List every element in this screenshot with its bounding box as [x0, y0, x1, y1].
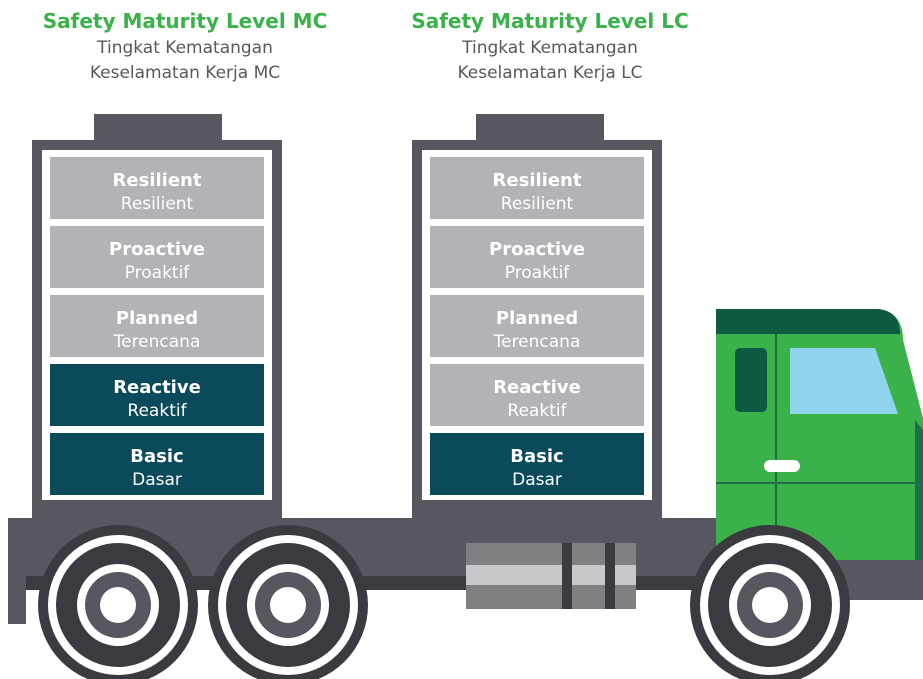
- panel-subtitle-lc-line2: Keselamatan Kerja LC: [457, 63, 643, 83]
- level-name-mc-planned: Planned: [116, 308, 198, 329]
- level-sub-mc-proactive: Proaktif: [125, 263, 191, 283]
- level-box-mc-reactive: [50, 364, 264, 426]
- level-name-lc-planned: Planned: [496, 308, 578, 329]
- truck-cab: [716, 309, 923, 560]
- level-name-mc-basic: Basic: [130, 446, 183, 467]
- level-name-lc-resilient: Resilient: [493, 170, 582, 191]
- level-name-lc-reactive: Reactive: [493, 377, 581, 398]
- container-lc: ResilientResilientProactiveProaktifPlann…: [412, 114, 662, 520]
- level-sub-lc-reactive: Reaktif: [507, 401, 567, 421]
- level-sub-mc-planned: Terencana: [113, 332, 201, 352]
- panel-subtitle-mc-line2: Keselamatan Kerja MC: [89, 63, 281, 83]
- level-stack-mc: ResilientResilientProactiveProaktifPlann…: [50, 157, 264, 495]
- level-box-lc-reactive: [430, 364, 644, 426]
- wheel-front: [690, 525, 850, 679]
- level-name-lc-basic: Basic: [510, 446, 563, 467]
- level-name-lc-proactive: Proactive: [489, 239, 585, 260]
- level-name-mc-reactive: Reactive: [113, 377, 201, 398]
- door-handle: [764, 460, 800, 472]
- wheel-rear-2: [208, 525, 368, 679]
- level-sub-lc-proactive: Proaktif: [505, 263, 571, 283]
- panel-title-lc: Safety Maturity Level LC: [411, 9, 689, 33]
- level-sub-mc-basic: Dasar: [132, 470, 182, 490]
- panel-title-mc: Safety Maturity Level MC: [42, 9, 328, 33]
- level-box-mc-basic: [50, 433, 264, 495]
- cab-side-window: [735, 348, 767, 412]
- level-sub-lc-resilient: Resilient: [501, 194, 574, 214]
- level-name-mc-resilient: Resilient: [113, 170, 202, 191]
- panel-subtitle-lc-line1: Tingkat Kematangan: [462, 38, 638, 58]
- level-box-lc-proactive: [430, 226, 644, 288]
- level-sub-lc-basic: Dasar: [512, 470, 562, 490]
- level-box-mc-resilient: [50, 157, 264, 219]
- level-box-mc-planned: [50, 295, 264, 357]
- level-stack-lc: ResilientResilientProactiveProaktifPlann…: [430, 157, 644, 495]
- fuel-tank: [466, 543, 636, 609]
- level-box-lc-basic: [430, 433, 644, 495]
- wheel-rear-1: [38, 525, 198, 679]
- container-mc: ResilientResilientProactiveProaktifPlann…: [32, 114, 282, 520]
- panel-subtitle-mc-line1: Tingkat Kematangan: [97, 38, 273, 58]
- cab-windshield: [790, 348, 898, 414]
- level-box-lc-resilient: [430, 157, 644, 219]
- level-name-mc-proactive: Proactive: [109, 239, 205, 260]
- panel-header-lc: Safety Maturity Level LC Tingkat Kematan…: [370, 6, 730, 86]
- level-sub-mc-reactive: Reaktif: [127, 401, 187, 421]
- level-sub-mc-resilient: Resilient: [121, 194, 194, 214]
- level-box-mc-proactive: [50, 226, 264, 288]
- level-box-lc-planned: [430, 295, 644, 357]
- level-sub-lc-planned: Terencana: [493, 332, 581, 352]
- wheels: [38, 525, 850, 679]
- panel-header-mc: Safety Maturity Level MC Tingkat Kematan…: [5, 6, 365, 86]
